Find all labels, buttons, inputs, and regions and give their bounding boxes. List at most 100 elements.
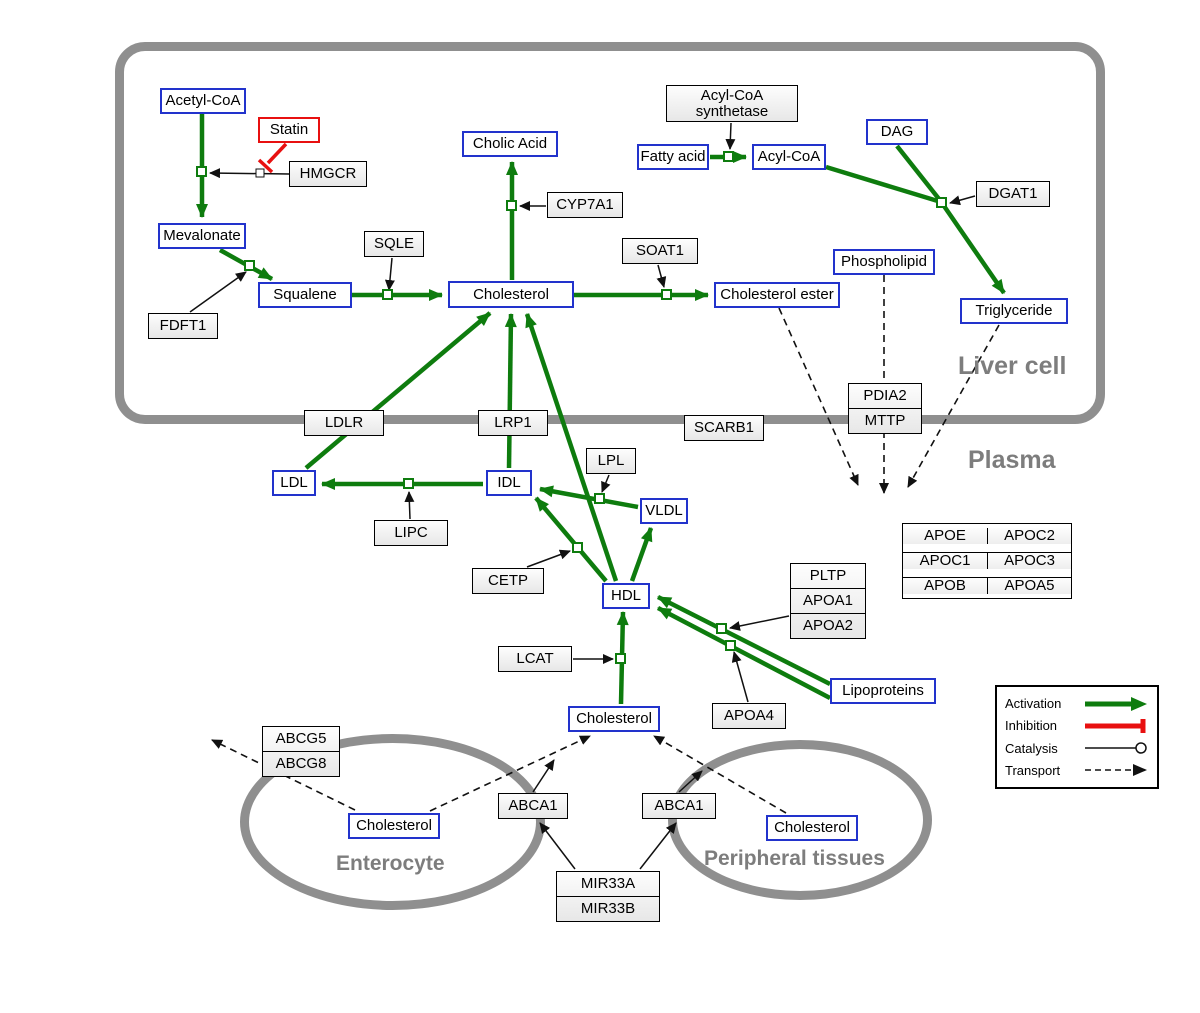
- node-lipc[interactable]: LIPC: [374, 520, 448, 546]
- legend-row-catalysis: Catalysis: [1005, 738, 1149, 759]
- activation-edges: [196, 114, 1006, 705]
- node-dag[interactable]: DAG: [866, 119, 928, 145]
- catalysis-node-icon: [661, 289, 672, 300]
- node-apoa2[interactable]: APOA2: [791, 613, 865, 638]
- node-mttp[interactable]: MTTP: [849, 408, 921, 433]
- node-sqle[interactable]: SQLE: [364, 231, 424, 257]
- catalysis-node-icon: [615, 653, 626, 664]
- edge-acylcoa-junction: [825, 164, 942, 205]
- node-abca1-right[interactable]: ABCA1: [642, 793, 716, 819]
- node-triglyceride[interactable]: Triglyceride: [960, 298, 1068, 324]
- node-cholesterol-liver[interactable]: Cholesterol: [448, 281, 574, 308]
- catalysis-node-icon: [506, 200, 517, 211]
- edge-lipoproteins-hdl-2: [656, 606, 832, 700]
- node-cholic-acid[interactable]: Cholic Acid: [462, 131, 558, 157]
- node-abca1-left[interactable]: ABCA1: [498, 793, 568, 819]
- edge-vldl-idl: [539, 485, 639, 510]
- node-apoa5[interactable]: APOA5: [987, 577, 1071, 594]
- node-soat1[interactable]: SOAT1: [622, 238, 698, 264]
- catalysis-node-icon: [196, 166, 207, 177]
- catalysis-hmgcr: [209, 168, 290, 179]
- catalysis-fdft1: [189, 271, 247, 313]
- plasma-label: Plasma: [968, 446, 1056, 474]
- node-fdft1[interactable]: FDFT1: [148, 313, 218, 339]
- node-cholesterol-peripheral[interactable]: Cholesterol: [766, 815, 858, 841]
- transport-peripheral-cholesterol: [653, 735, 787, 814]
- enterocyte-membrane: [240, 734, 545, 910]
- node-apoc3[interactable]: APOC3: [987, 552, 1071, 569]
- catalysis-edges: [189, 122, 976, 870]
- node-mevalonate[interactable]: Mevalonate: [158, 223, 246, 249]
- node-apoa1[interactable]: APOA1: [791, 588, 865, 613]
- edge-junction-triglyceride: [942, 204, 1006, 295]
- node-group-mir33: MIR33A MIR33B: [556, 871, 660, 922]
- node-hmgcr[interactable]: HMGCR: [289, 161, 367, 187]
- catalysis-node-icon: [244, 260, 255, 271]
- acyl-coa-synthetase-line1: Acyl-CoA: [700, 86, 764, 104]
- node-lcat[interactable]: LCAT: [498, 646, 572, 672]
- node-pdia2[interactable]: PDIA2: [863, 387, 907, 405]
- node-lipoproteins[interactable]: Lipoproteins: [830, 678, 936, 704]
- catalysis-mir33-abca1-left: [539, 822, 576, 870]
- catalysis-node-icon: [572, 542, 583, 553]
- node-acetyl-coa[interactable]: Acetyl-CoA: [160, 88, 246, 114]
- node-apoe[interactable]: APOE: [903, 528, 987, 544]
- catalysis-acylcoa-synthetase: [725, 122, 736, 150]
- node-abcg5[interactable]: ABCG5: [275, 730, 327, 748]
- node-cholesterol-enterocyte[interactable]: Cholesterol: [348, 813, 440, 839]
- node-group-pltp-apoa1-apoa2: PLTP APOA1 APOA2: [790, 563, 866, 639]
- node-mir33b[interactable]: MIR33B: [557, 896, 659, 921]
- node-hdl[interactable]: HDL: [602, 583, 650, 609]
- liver-cell-membrane: [115, 42, 1105, 424]
- node-fatty-acid[interactable]: Fatty acid: [637, 144, 709, 170]
- node-acyl-coa-synthetase[interactable]: Acyl-CoA synthetase: [666, 85, 798, 122]
- catalysis-mir33-abca1-right: [639, 822, 677, 870]
- node-statin[interactable]: Statin: [258, 117, 320, 143]
- node-group-pdia2-mttp: PDIA2 MTTP: [848, 383, 922, 434]
- node-cetp[interactable]: CETP: [472, 568, 544, 594]
- node-cyp7a1[interactable]: CYP7A1: [547, 192, 623, 218]
- node-phospholipid[interactable]: Phospholipid: [833, 249, 935, 275]
- node-cholesterol-plasma[interactable]: Cholesterol: [568, 706, 660, 732]
- node-abcg8[interactable]: ABCG8: [263, 751, 339, 776]
- legend-row-transport: Transport: [1005, 760, 1149, 781]
- node-ldlr[interactable]: LDLR: [304, 410, 384, 436]
- node-apob[interactable]: APOB: [903, 577, 987, 594]
- legend-activation-label: Activation: [1005, 696, 1062, 711]
- node-ldl[interactable]: LDL: [272, 470, 316, 496]
- node-apoc2[interactable]: APOC2: [987, 528, 1071, 544]
- node-lpl[interactable]: LPL: [586, 448, 636, 474]
- transport-abcg-efflux: [211, 739, 356, 811]
- node-group-abcg5-abcg8: ABCG5 ABCG8: [262, 726, 340, 777]
- catalysis-circle-icon: [1085, 742, 1147, 754]
- catalysis-node-icon: [725, 640, 736, 651]
- edge-hdl-cholesterol: [524, 313, 619, 582]
- legend-transport-label: Transport: [1005, 762, 1061, 778]
- node-group-apolipoproteins: APOE APOC2 APOC1 APOC3 APOB APOA5: [902, 523, 1072, 599]
- node-acyl-coa[interactable]: Acyl-CoA: [752, 144, 826, 170]
- node-squalene[interactable]: Squalene: [258, 282, 352, 308]
- catalysis-lipc: [404, 491, 415, 520]
- peripheral-tissues-label: Peripheral tissues: [704, 847, 885, 870]
- edge-ldl-cholesterol: [304, 311, 492, 470]
- node-mir33a[interactable]: MIR33A: [580, 875, 636, 893]
- node-apoc1[interactable]: APOC1: [903, 552, 987, 569]
- catalysis-apoa4: [731, 651, 749, 703]
- catalysis-node-icon: [594, 493, 605, 504]
- node-idl[interactable]: IDL: [486, 470, 532, 496]
- legend: Activation Inhibition Catalysis Transpor…: [995, 685, 1159, 789]
- legend-inhibition-label: Inhibition: [1005, 718, 1058, 734]
- node-vldl[interactable]: VLDL: [640, 498, 688, 524]
- node-pltp[interactable]: PLTP: [809, 567, 847, 585]
- edge-lipoproteins-hdl-1: [656, 594, 832, 687]
- edge-dag-junction: [895, 144, 941, 201]
- node-apoa4[interactable]: APOA4: [712, 703, 786, 729]
- node-cholesterol-ester[interactable]: Cholesterol ester: [714, 282, 840, 308]
- node-dgat1[interactable]: DGAT1: [976, 181, 1050, 207]
- edge-idl-cholesterol: [504, 313, 517, 469]
- node-scarb1[interactable]: SCARB1: [684, 415, 764, 441]
- transport-triglyceride: [907, 324, 1000, 488]
- catalysis-cetp: [526, 549, 571, 568]
- node-lrp1[interactable]: LRP1: [478, 410, 548, 436]
